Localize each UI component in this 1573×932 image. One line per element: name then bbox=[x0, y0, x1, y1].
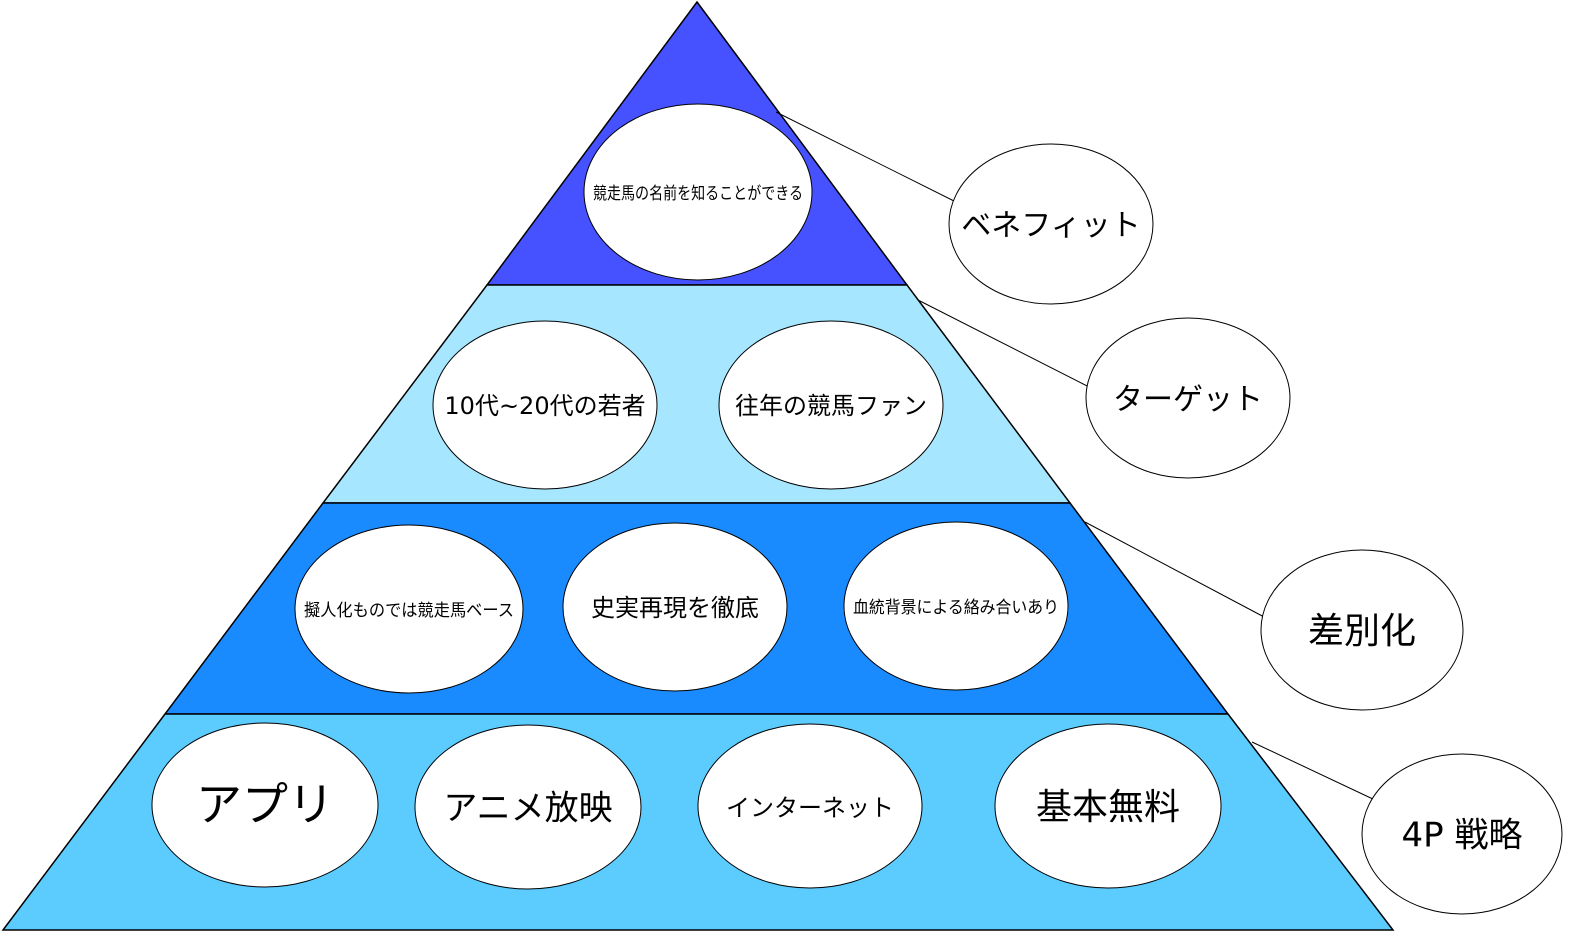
tier-4-item-label: アプリ bbox=[196, 778, 334, 832]
connector-benefit bbox=[775, 111, 959, 204]
tier-3-item-label: 擬人化ものでは競走馬ベース bbox=[304, 601, 514, 621]
tier-3-item-label: 史実再現を徹底 bbox=[591, 594, 759, 622]
tier-4-item-label: アニメ放映 bbox=[443, 789, 612, 829]
side-label-differentiation-text: 差別化 bbox=[1308, 611, 1416, 652]
tier-3-item-label: 血統背景による絡み合いあり bbox=[853, 598, 1059, 618]
tier-1-item-bubble: 競走馬の名前を知ることができる bbox=[583, 103, 813, 281]
side-label-target-text: ターゲット bbox=[1113, 383, 1263, 418]
side-label-target: ターゲット bbox=[1085, 317, 1291, 479]
connector-differentiation bbox=[1084, 521, 1267, 619]
side-label-differentiation: 差別化 bbox=[1260, 549, 1464, 711]
connector-target bbox=[917, 299, 1096, 391]
side-label-benefit: ベネフィット bbox=[948, 143, 1154, 305]
tier-2-item-label: 往年の競馬ファン bbox=[735, 392, 927, 420]
tier-4-item-label: 基本無料 bbox=[1036, 787, 1180, 828]
tier-4-item-bubble: アプリ bbox=[151, 722, 379, 888]
connector-4p bbox=[1251, 741, 1376, 801]
side-label-benefit-text: ベネフィット bbox=[961, 209, 1140, 244]
tier-2-item-label: 10代~20代の若者 bbox=[444, 392, 645, 420]
tier-3-item-bubble: 血統背景による絡み合いあり bbox=[843, 521, 1069, 691]
tier-3-item-bubble: 史実再現を徹底 bbox=[562, 522, 788, 692]
tier-3-item-bubble: 擬人化ものでは競走馬ベース bbox=[294, 524, 524, 694]
side-label-4p-text: 4P 戦略 bbox=[1402, 816, 1523, 856]
tier-2-item-bubble: 10代~20代の若者 bbox=[432, 320, 658, 490]
tier-4-item-bubble: インターネット bbox=[697, 723, 923, 889]
tier-4-item-bubble: 基本無料 bbox=[994, 723, 1222, 889]
side-label-4p: 4P 戦略 bbox=[1361, 753, 1563, 915]
tier-4-item-label: インターネット bbox=[726, 794, 894, 822]
tier-2-item-bubble: 往年の競馬ファン bbox=[718, 320, 944, 490]
tier-4-item-bubble: アニメ放映 bbox=[414, 724, 642, 890]
tier-1-item-label: 競走馬の名前を知ることができる bbox=[593, 184, 803, 204]
